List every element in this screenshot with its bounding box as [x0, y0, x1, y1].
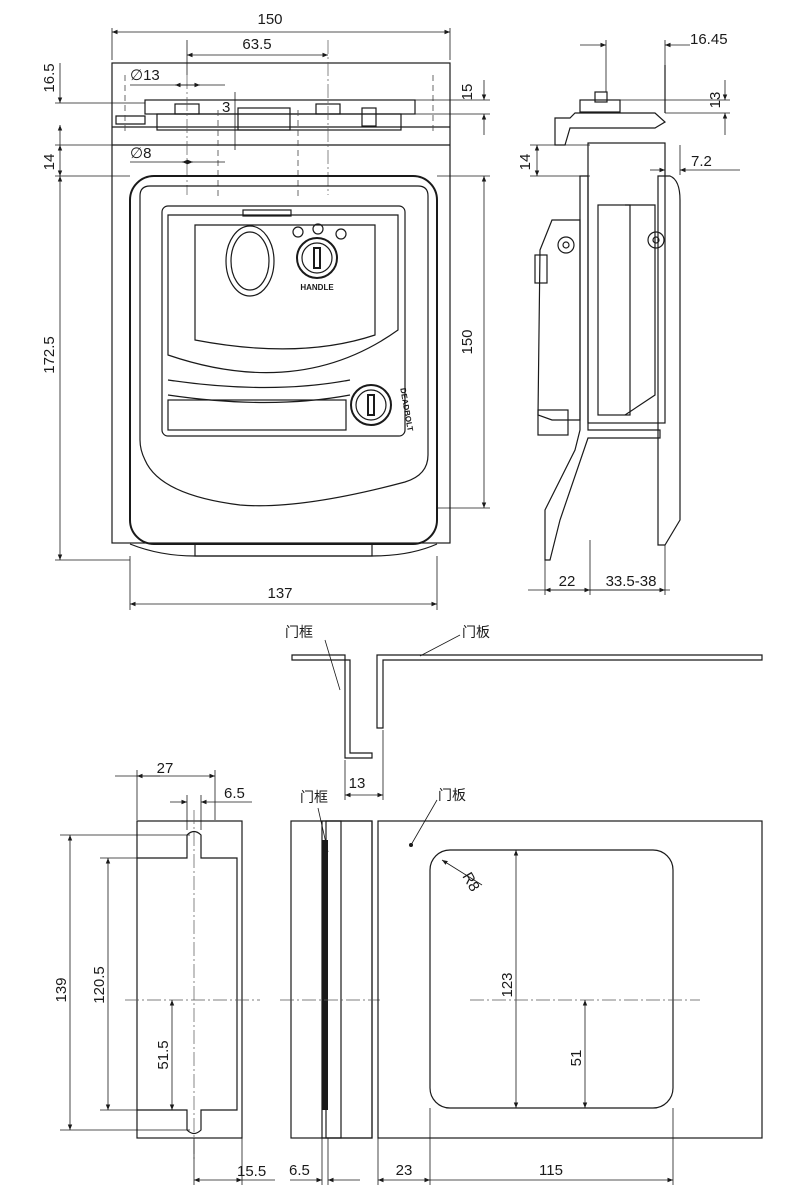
panel-label: 门板: [462, 625, 490, 641]
frame-cutout-view: 27 6.5 139 120.5 51.5 15.5: [53, 760, 275, 1185]
panel-label-2: 门板: [438, 788, 466, 804]
dim-15-5: 15.5: [237, 1163, 266, 1180]
panel-cutout-view: 门板 R8 123 51 23 115: [377, 788, 763, 1185]
dim-6-5-bottom: 6.5: [289, 1162, 310, 1179]
dim-27: 27: [157, 760, 174, 777]
deadbolt-lock-icon: DEADBOLT: [350, 384, 415, 432]
dim-51: 51: [568, 1050, 585, 1067]
dim-33-5-38: 33.5-38: [606, 573, 657, 590]
dim-16-45: 16.45: [690, 31, 728, 48]
dim-13-gap: 13: [349, 775, 366, 792]
frame-profile: [291, 654, 373, 759]
dim-150-top: 150: [257, 11, 282, 28]
dim-137: 137: [267, 585, 292, 602]
dim-139: 139: [53, 977, 70, 1002]
side-view: 16.45 13 14 7.2 22 33.5-38: [517, 31, 740, 595]
dim-51-5: 51.5: [155, 1040, 172, 1069]
frame-label-2: 门框: [300, 790, 328, 806]
dim-14-left: 14: [41, 154, 58, 171]
dim-150-right: 150: [459, 329, 476, 354]
dim-22: 22: [559, 573, 576, 590]
handle-lock-icon: HANDLE: [292, 223, 347, 292]
panel-profile: [376, 654, 763, 729]
install-section: 门框 门板 13: [285, 625, 763, 800]
dim-16-5: 16.5: [41, 63, 58, 92]
dim-14-side: 14: [517, 154, 534, 171]
dim-r8: R8: [459, 870, 483, 895]
panel-cutout: [429, 849, 674, 1109]
dim-63-5: 63.5: [242, 36, 271, 53]
dim-123: 123: [499, 972, 516, 997]
dim-6-5-top: 6.5: [224, 785, 245, 802]
frame-edge-view: 门框 6.5: [280, 790, 380, 1185]
dim-3: 3: [222, 99, 230, 116]
deadbolt-panel: [167, 399, 347, 431]
dim-172-5: 172.5: [41, 336, 58, 374]
dim-120-5: 120.5: [91, 966, 108, 1004]
dim-hole-8: ∅8: [130, 145, 151, 162]
dim-115: 115: [539, 1162, 563, 1179]
dim-7-2: 7.2: [691, 153, 712, 170]
hinge-bar: [144, 99, 416, 115]
dim-15: 15: [459, 84, 476, 101]
frame-label: 门框: [285, 625, 313, 641]
dim-hole-13: ∅13: [130, 67, 160, 84]
deadbolt-label: DEADBOLT: [398, 387, 414, 432]
handle-frame: [161, 205, 406, 437]
dim-23: 23: [396, 1162, 413, 1179]
dim-13-side: 13: [707, 92, 724, 109]
side-housing: [587, 142, 666, 424]
front-view: HANDLE DEADBOLT 150 63.5 ∅13 ∅8 3: [41, 11, 490, 610]
handle-label: HANDLE: [300, 283, 334, 292]
oval-window: [225, 225, 275, 297]
outer-frame: [111, 62, 451, 544]
door-plate-side: [657, 175, 681, 546]
